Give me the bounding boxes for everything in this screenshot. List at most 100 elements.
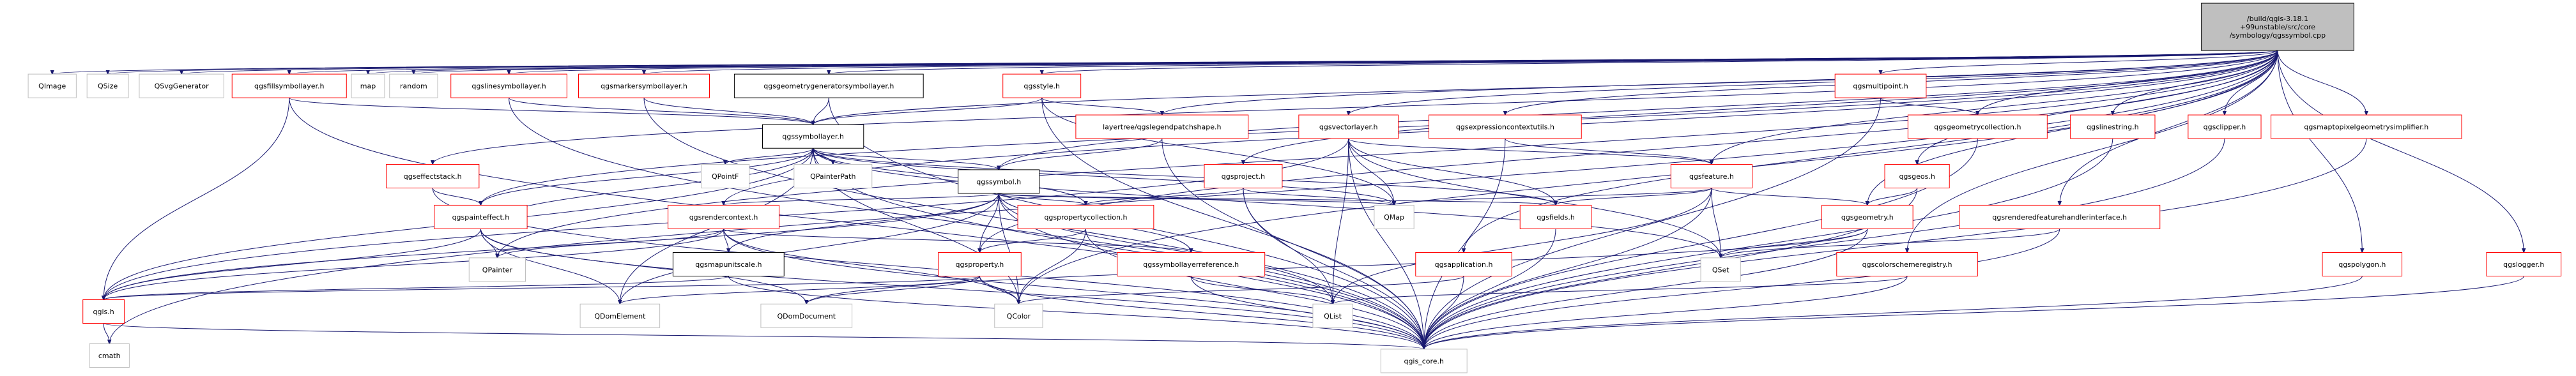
node-box [578,73,710,98]
edge-root-to-qgsmarkersymbollayer [644,50,2278,74]
node-qgspolygon[interactable]: qgspolygon.h [2322,252,2403,276]
node-qgsgeometrycollection[interactable]: qgsgeometrycollection.h [1907,114,2048,139]
node-qgsrendercontext[interactable]: qgsrendercontext.h [668,204,779,229]
node-qgsrenderedfeaturehandlerinterface[interactable]: qgsrenderedfeaturehandlerinterface.h [1959,204,2161,229]
edge-root-to-qgsrenderedfeaturehandlerinterface [2060,50,2278,205]
node-box [1821,204,1913,229]
edge-qgspropertycollection-to-qcolor [1018,229,1086,304]
node-random: random [389,73,438,98]
node-box [1959,204,2161,229]
edge-root-to-qgsmultipoint [1881,50,2278,74]
node-label: qgsrendercontext.h [689,213,758,222]
node-label: qgslinesymbollayer.h [471,82,546,91]
edge-root-to-qgsapplication [1464,50,2278,252]
root-label-line-1: +99unstable/src/core [2240,23,2315,31]
node-qgsproject[interactable]: qgsproject.h [1204,163,1283,188]
node-qdomdocument: QDomDocument [760,303,853,328]
node-box [958,169,1040,194]
node-qgsfillsymbollayer[interactable]: qgsfillsymbollayer.h [231,73,347,98]
node-qgis_core: qgis_core.h [1380,349,1468,373]
edge-qgsstyle-to-qmap [1041,98,1394,205]
edge-qgsrendercontext-to-qcolor [723,229,1019,304]
node-label: qgssymbollayer.h [782,133,844,141]
edge-root-to-qgslinesymbollayer [509,50,2278,74]
node-box [27,73,77,98]
node-qgslinestring[interactable]: qgslinestring.h [2070,114,2156,139]
edge-root-to-qgsfeature [1712,50,2278,164]
edge-qgsgeos-to-qgsgeometry [1867,188,1918,206]
node-qgsmapunitscale[interactable]: qgsmapunitscale.h [672,252,785,276]
edge-qgsrendercontext-to-qpainter [497,229,724,257]
node-qsize: QSize [86,73,129,98]
node-qgssymbollayer[interactable]: qgssymbollayer.h [762,124,864,149]
node-label: qgsproperty.h [956,260,1004,269]
edge-root-to-qgsgeometrygeneratorsymbollayer [829,50,2278,74]
node-label: cmath [98,352,121,360]
edge-qgscolorschemeregistry-to-qgis_core [1424,276,1908,349]
edge-qgssymbollayer-to-qgspainteffect [480,148,814,205]
node-qpainterpath: QPainterPath [793,163,873,188]
edge-qgspropertycollection-to-qgsproperty [979,229,1086,252]
node-box [1298,114,1399,139]
node-qgseffectstack[interactable]: qgseffectstack.h [386,163,480,188]
node-legendpatchshape[interactable]: layertree/qgslegendpatchshape.h [1075,114,1249,139]
node-qgsapplication[interactable]: qgsapplication.h [1415,252,1512,276]
node-qgscolorschemeregistry[interactable]: qgscolorschemeregistry.h [1836,252,1978,276]
node-qgsmarkersymbollayer[interactable]: qgsmarkersymbollayer.h [578,73,710,98]
node-label: qgseffectstack.h [404,172,462,181]
node-label: qgsfeature.h [1689,172,1734,181]
node-box [468,257,526,282]
edge-root-to-random [413,50,2278,74]
root-label-line-0: /build/qgis-3.18.1 [2247,15,2308,23]
node-label: qgsgeometrycollection.h [1934,123,2021,132]
node-box [1374,204,1414,229]
node-qgsstyle[interactable]: qgsstyle.h [1002,73,1082,98]
edge-root-to-qgsmaptopixelgeometrysimplifier [2277,50,2366,115]
node-qgsvectorlayer[interactable]: qgsvectorlayer.h [1298,114,1399,139]
edge-root-to-qgsproject [1243,50,2278,164]
edge-qgssymbol-to-qdomelement [620,193,999,304]
node-box [86,73,129,98]
node-qgslinesymbollayer[interactable]: qgslinesymbollayer.h [450,73,567,98]
edge-qgsvectorlayer-to-qmap [1348,139,1394,205]
node-qgsgeometrygeneratorsymbollayer[interactable]: qgsgeometrygeneratorsymbollayer.h [733,73,924,98]
node-qgsproperty[interactable]: qgsproperty.h [938,252,1022,276]
edge-qgslogger-to-qgis_core [1424,276,2524,349]
edge-qgsvectorlayer-to-qgsfields [1348,139,1556,205]
dependency-nodes: /build/qgis-3.18.1+99unstable/src/core/s… [27,3,2562,373]
node-box [89,343,130,368]
node-qgis[interactable]: qgis.h [82,299,125,324]
node-qgsfeature[interactable]: qgsfeature.h [1670,163,1752,188]
edge-qgspropertycollection-to-qgis_core [1085,229,1423,349]
edge-qgsclipper-to-qgis_core [1424,139,2225,349]
node-qgsfields[interactable]: qgsfields.h [1519,204,1592,229]
node-qgspropertycollection[interactable]: qgspropertycollection.h [1017,204,1154,229]
node-qgsgeos[interactable]: qgsgeos.h [1884,163,1950,188]
edge-qgsfeature-to-qgis_core [1424,188,1712,349]
node-label: qgsgeometrygeneratorsymbollayer.h [763,82,894,91]
edge-qgssymbol-to-qmap [998,193,1394,206]
edge-qgsproject-to-qgis_core [1243,188,1424,349]
node-label: qgsstyle.h [1023,82,1060,91]
node-box [434,204,528,229]
node-box [1670,163,1752,188]
node-label: QPointF [712,172,739,181]
node-qgsclipper[interactable]: qgsclipper.h [2188,114,2262,139]
edge-qgssymbol-to-qgis [103,193,999,300]
node-label: qgsrenderedfeaturehandlerinterface.h [1992,213,2127,222]
edge-qgsrenderedfeaturehandlerinterface-to-qgis_core [1424,229,2060,349]
node-qgsmaptopixelgeometrysimplifier[interactable]: qgsmaptopixelgeometrysimplifier.h [2271,114,2462,139]
node-qgsexpressioncontextutils[interactable]: qgsexpressioncontextutils.h [1429,114,1582,139]
edge-qgspainteffect-to-qgis [103,229,481,299]
node-qgslogger[interactable]: qgslogger.h [2486,252,2562,276]
edge-qgspolygon-to-qgis_core [1424,276,2363,349]
node-box [2271,114,2462,139]
edge-qgsvectorlayer-to-qgsfeature [1348,138,1712,164]
node-qgspainteffect[interactable]: qgspainteffect.h [434,204,528,229]
node-qgssymbol[interactable]: qgssymbol.h [958,169,1040,194]
node-qgsgeometry[interactable]: qgsgeometry.h [1821,204,1913,229]
edge-qgsvectorlayer-to-qset [1348,139,1721,258]
node-qgssymbollayerreference[interactable]: qgssymbollayerreference.h [1117,252,1266,276]
node-box [1700,257,1741,282]
node-qgsmultipoint[interactable]: qgsmultipoint.h [1834,73,1927,98]
